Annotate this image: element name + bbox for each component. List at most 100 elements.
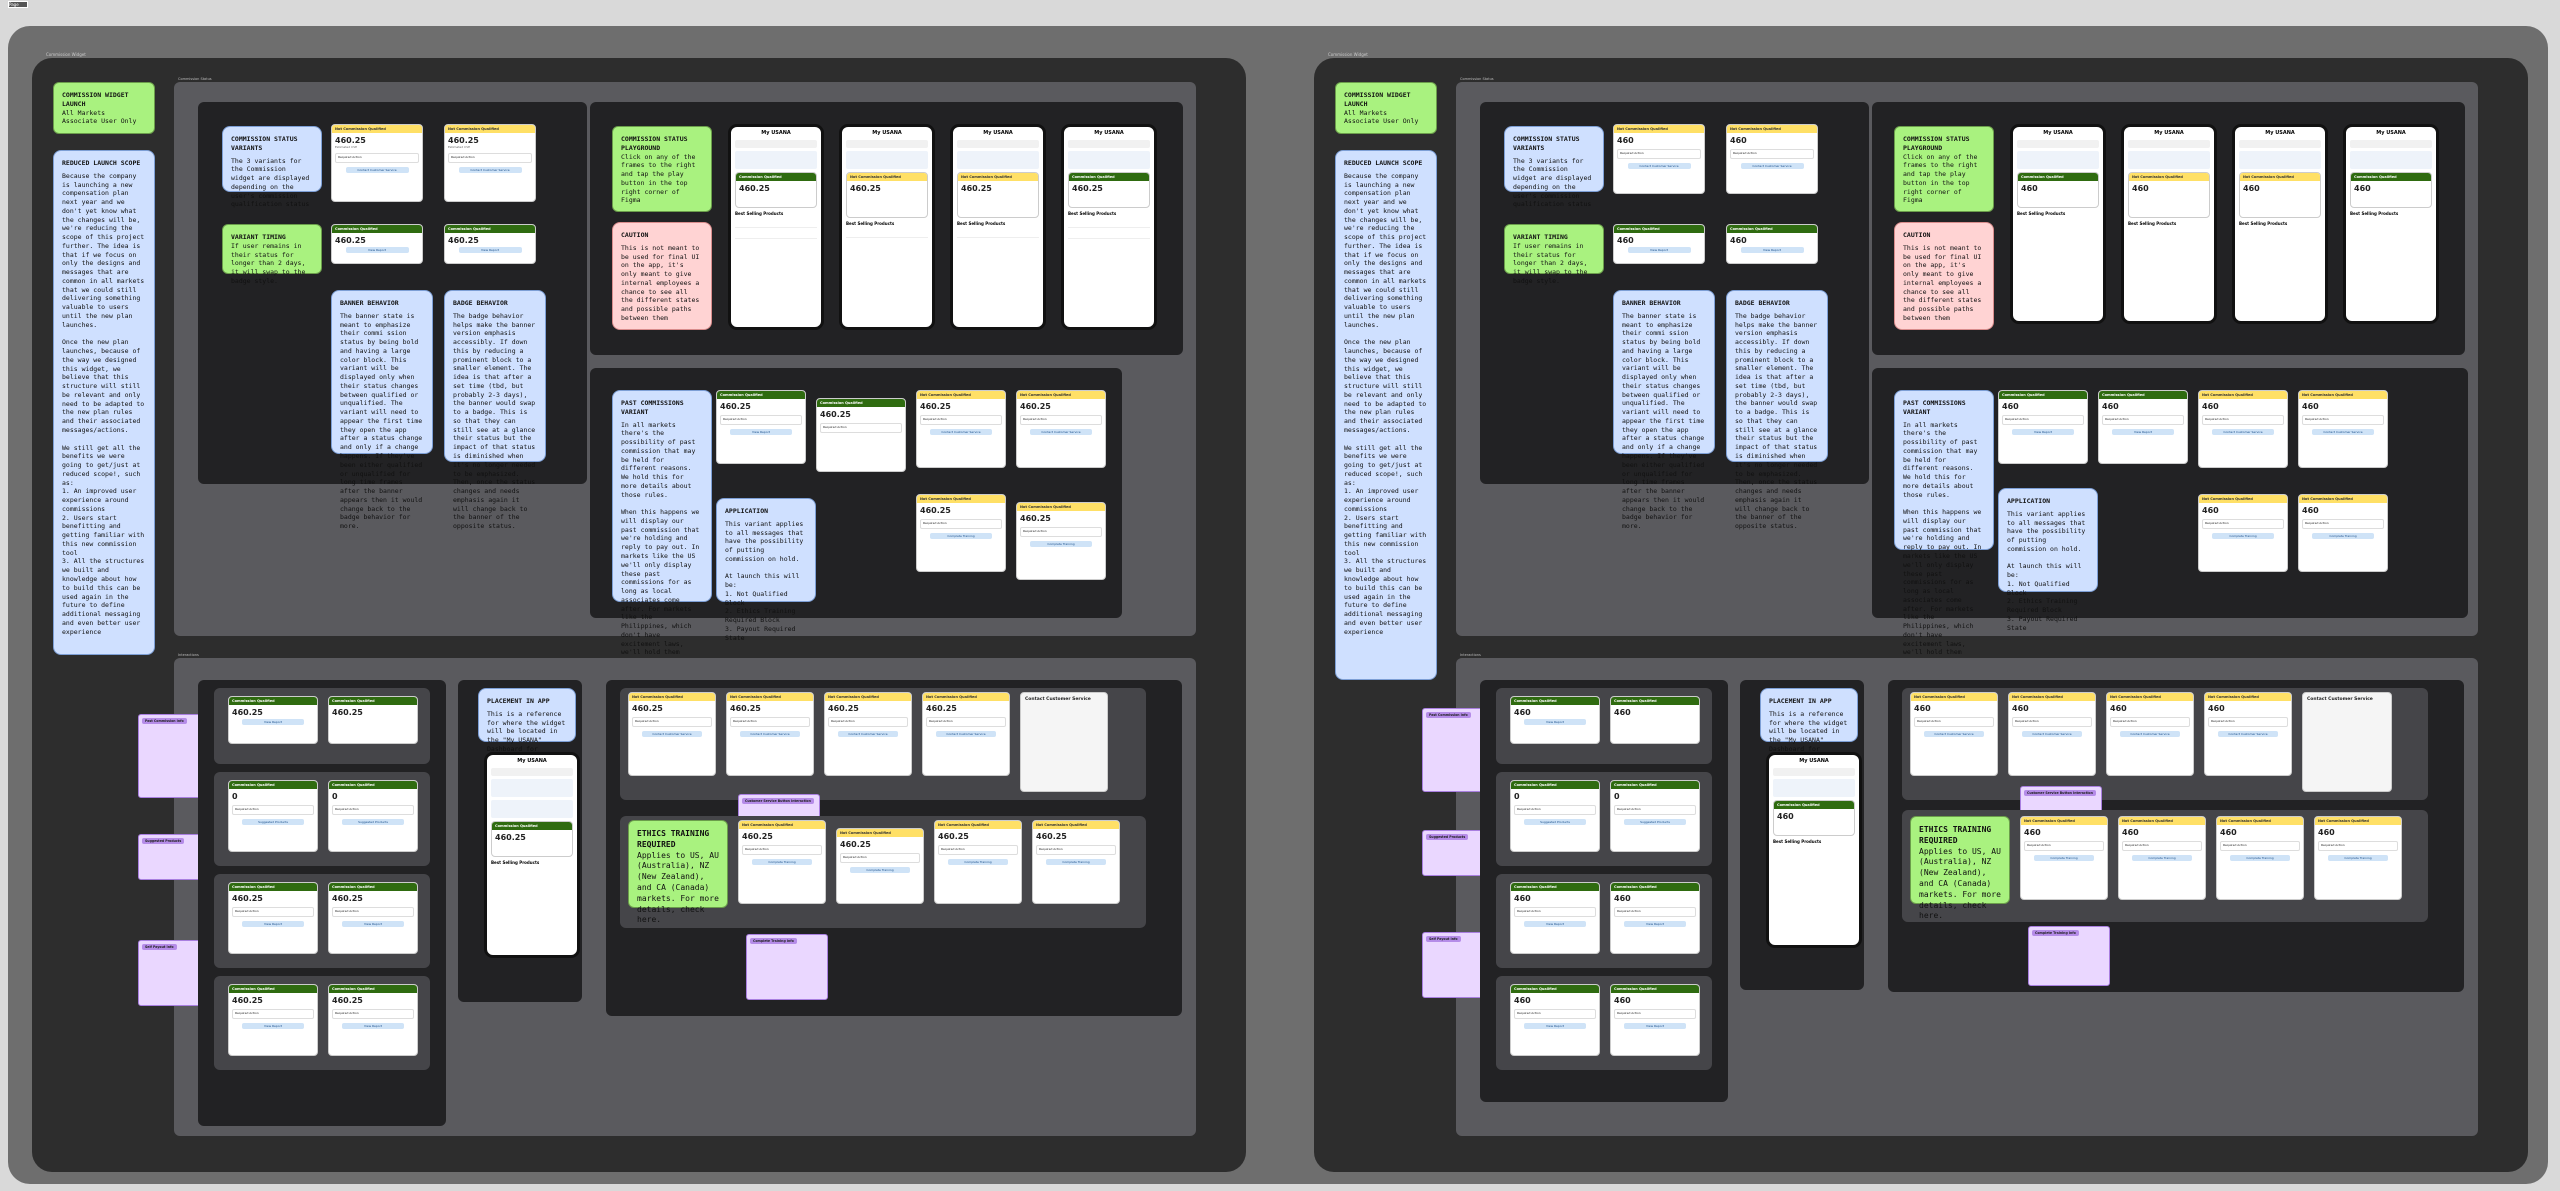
bottom-group[interactable]: Interactions Past Commission Info Sugges…	[138, 653, 1196, 1136]
view-report-button[interactable]: View Report	[1524, 1022, 1586, 1029]
widget-card[interactable]: Not Commission Qualified 460.25 Estimate…	[331, 124, 423, 202]
contact-service-button[interactable]: Contact Customer Service	[1627, 162, 1691, 169]
status-variants-group[interactable]: Commission Status COMMISSION STATUS VARI…	[174, 77, 1196, 692]
view-report-button[interactable]: View Report	[345, 247, 409, 253]
view-report-button[interactable]: View Report	[242, 920, 304, 927]
contact-service-button[interactable]: Contact Customer Service	[1030, 428, 1092, 435]
contact-service-button[interactable]: Contact Customer Service	[2021, 730, 2083, 737]
view-report-button[interactable]: View Report	[1524, 920, 1586, 927]
suggested-products-button[interactable]: Suggested Products	[1624, 818, 1686, 825]
view-report-button[interactable]: View Report	[2112, 428, 2174, 435]
complete-training-button[interactable]: Complete Training	[930, 532, 992, 539]
product-row[interactable]	[846, 229, 928, 238]
complete-training-button[interactable]: Complete Training	[947, 858, 1009, 865]
contact-service-button[interactable]: Contact Customer Service	[641, 730, 703, 737]
complete-training-button[interactable]: Complete Training	[751, 858, 813, 865]
view-report-button[interactable]: View Report	[730, 428, 792, 435]
view-report-button[interactable]: View Report	[242, 719, 304, 725]
product-row[interactable]	[1068, 219, 1150, 228]
view-report-button[interactable]: View Report	[1627, 247, 1691, 253]
view-report-button[interactable]: View Report	[1524, 719, 1586, 725]
complete-training-button[interactable]: Complete Training	[2212, 532, 2274, 539]
complete-training-button[interactable]: Complete Training	[1030, 540, 1092, 547]
product-row[interactable]	[735, 230, 817, 239]
product-row[interactable]	[1068, 230, 1150, 239]
contact-service-button[interactable]: Contact Customer Service	[837, 730, 899, 737]
contact-service-button[interactable]: Contact Customer Service	[935, 730, 997, 737]
contact-service-button[interactable]: Contact Customer Service	[345, 166, 409, 173]
complete-training-button[interactable]: Complete Training	[2033, 854, 2095, 861]
contact-service-button[interactable]: Contact Customer Service	[2212, 428, 2274, 435]
intro-sticky[interactable]: COMMISSION WIDGET LAUNCH All Markets Ass…	[53, 82, 155, 134]
board-left[interactable]: Commission Widget COMMISSION WIDGET LAUN…	[32, 52, 1246, 1172]
contact-service-sheet[interactable]: Contact Customer Service	[2302, 692, 2392, 792]
